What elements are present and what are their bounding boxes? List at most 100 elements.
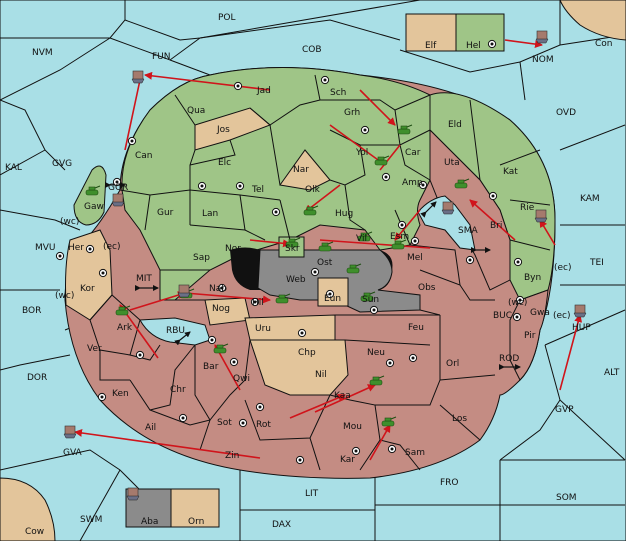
supply-center-dot [328,292,332,296]
order-arrows [74,39,583,461]
label-nil: Nil [315,370,327,380]
label-cob: COB [302,45,322,55]
region-elf[interactable] [405,13,457,52]
army-unit-icon[interactable] [374,155,390,166]
label-rod: ROD [499,354,519,364]
supply-center-dot [515,315,519,319]
army-unit-icon[interactable] [391,239,407,250]
supply-centers [55,39,525,465]
label-web: Web [286,275,306,285]
label-tel: Tel [251,185,264,195]
label-wc3: (wc) [508,298,527,308]
label-vil: Vil [356,234,367,244]
region-gwa-pir[interactable] [509,289,549,381]
label-orn: Orn [188,517,204,527]
label-dor: DOR [27,373,47,383]
label-bri: Bri [490,221,502,231]
supply-center-dot [241,421,245,425]
fleet-unit-icon[interactable] [131,70,145,84]
label-som: SOM [556,493,577,503]
supply-center-dot [220,286,224,290]
label-kat: Kat [503,167,518,177]
supply-center-dot [100,395,104,399]
label-aba: Aba [141,517,158,527]
region-cow[interactable] [0,477,56,541]
army-unit-icon[interactable] [85,185,101,196]
supply-center-dot [390,447,394,451]
label-her: Her [68,243,84,253]
label-tei: TEI [589,258,604,268]
label-kar: Kar [340,455,355,465]
label-ec1: (ec) [103,242,121,252]
label-ark: Ark [117,323,133,333]
label-ost: Ost [317,258,333,268]
label-chp: Chp [298,348,316,358]
fleet-unit-icon[interactable] [534,209,548,223]
label-rot: Rot [256,420,271,430]
label-amp: Amp [402,178,423,188]
army-unit-icon[interactable] [397,124,413,135]
supply-center-dot [300,331,304,335]
label-eld: Eld [448,120,462,130]
label-zin: Zin [225,451,239,461]
label-gor: GOR [108,183,128,193]
fleet-unit-icon[interactable] [126,487,140,501]
label-qwi: Qwi [233,374,250,384]
label-mvu: MVU [35,243,56,253]
label-mou: Mou [343,422,362,432]
supply-center-dot [274,210,278,214]
label-buc: BUC [493,311,512,321]
label-lit: LIT [305,489,319,499]
label-swm: SWM [80,515,102,525]
army-unit-icon[interactable] [213,343,229,354]
supply-center-dot [236,84,240,88]
label-fun: FUN [152,52,171,62]
label-lan: Lan [202,209,218,219]
label-kor: Kor [80,284,95,294]
fleet-unit-icon[interactable] [573,304,587,318]
army-unit-icon[interactable] [346,263,362,274]
army-unit-icon[interactable] [357,231,373,242]
label-gva: GVA [63,448,83,458]
army-unit-icon[interactable] [303,205,319,216]
label-elf: Elf [425,41,437,51]
supply-center-dot [313,270,317,274]
fleet-unit-icon[interactable] [441,201,455,215]
label-wc1: (wc) [60,217,79,227]
supply-center-dot [372,308,376,312]
army-unit-icon[interactable] [381,416,397,427]
army-unit-icon[interactable] [115,305,131,316]
region-orn[interactable] [170,488,220,528]
label-bar: Bar [203,362,219,372]
label-sch: Sch [330,88,346,98]
fleet-unit-icon[interactable] [535,30,549,44]
army-unit-icon[interactable] [454,178,470,189]
label-bor: BOR [22,306,41,316]
label-pir: Pir [524,331,536,341]
fleet-unit-icon[interactable] [177,284,191,298]
region-con[interactable] [559,0,626,41]
supply-center-dot [88,247,92,251]
region-gaw[interactable] [73,165,107,226]
supply-center-dot [384,175,388,179]
army-unit-icon[interactable] [360,291,376,302]
army-unit-icon[interactable] [285,237,301,248]
supply-center-dot [232,360,236,364]
label-byn: Byn [524,273,541,283]
supply-center-dot [400,223,404,227]
label-can: Can [135,151,153,161]
label-hug: Hug [335,209,353,219]
label-nor: Nor [225,244,241,254]
army-unit-icon[interactable] [369,375,385,386]
fleet-unit-icon[interactable] [63,425,77,439]
label-sot: Sot [217,418,232,428]
label-kaa: Kaa [334,391,351,401]
army-unit-icon[interactable] [275,293,291,304]
army-unit-icon[interactable] [318,241,334,252]
fleet-unit-icon[interactable] [111,193,125,207]
region-her-kor[interactable] [65,229,113,321]
units [63,30,587,501]
